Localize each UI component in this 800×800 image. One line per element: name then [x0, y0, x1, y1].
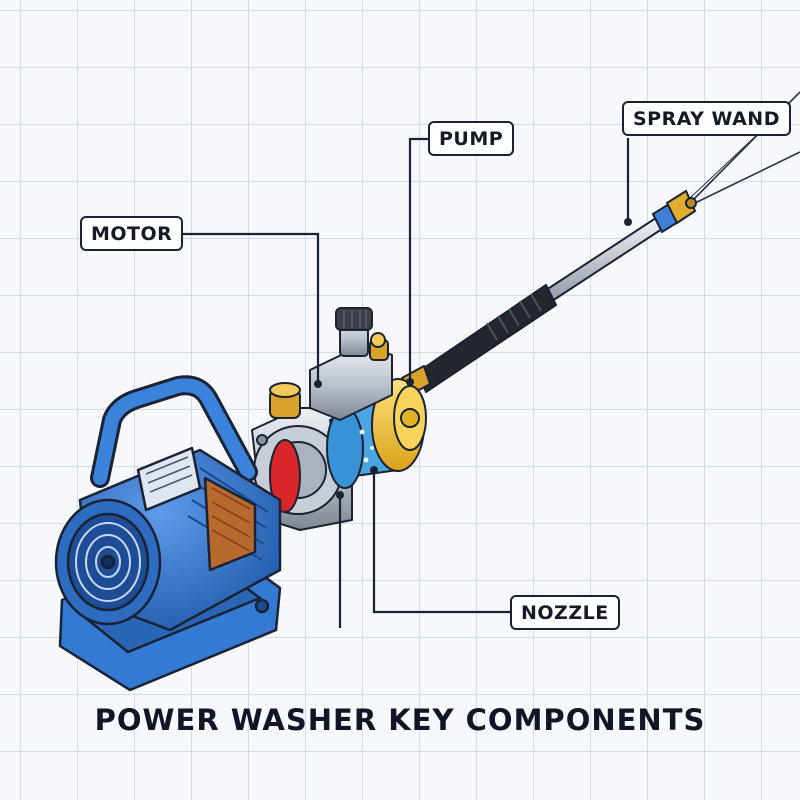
- diagram-title: POWER WASHER KEY COMPONENTS: [94, 703, 706, 737]
- nozzle-leader-line: [372, 472, 510, 614]
- spray-wand: [401, 215, 666, 397]
- leader-endpoints: [314, 218, 632, 499]
- motor-assembly: [54, 375, 282, 692]
- motor-leader-line: [162, 232, 320, 382]
- spray-wand-label: SPRAY WAND: [622, 101, 791, 136]
- nozzle-label: NOZZLE: [510, 595, 620, 630]
- leader-lines: [162, 137, 630, 628]
- motor-label: MOTOR: [80, 216, 184, 251]
- pump-assembly: [251, 307, 427, 531]
- pump-leader-line: [408, 137, 428, 380]
- nozzle-tip: [651, 189, 697, 234]
- pump-label: PUMP: [428, 121, 515, 156]
